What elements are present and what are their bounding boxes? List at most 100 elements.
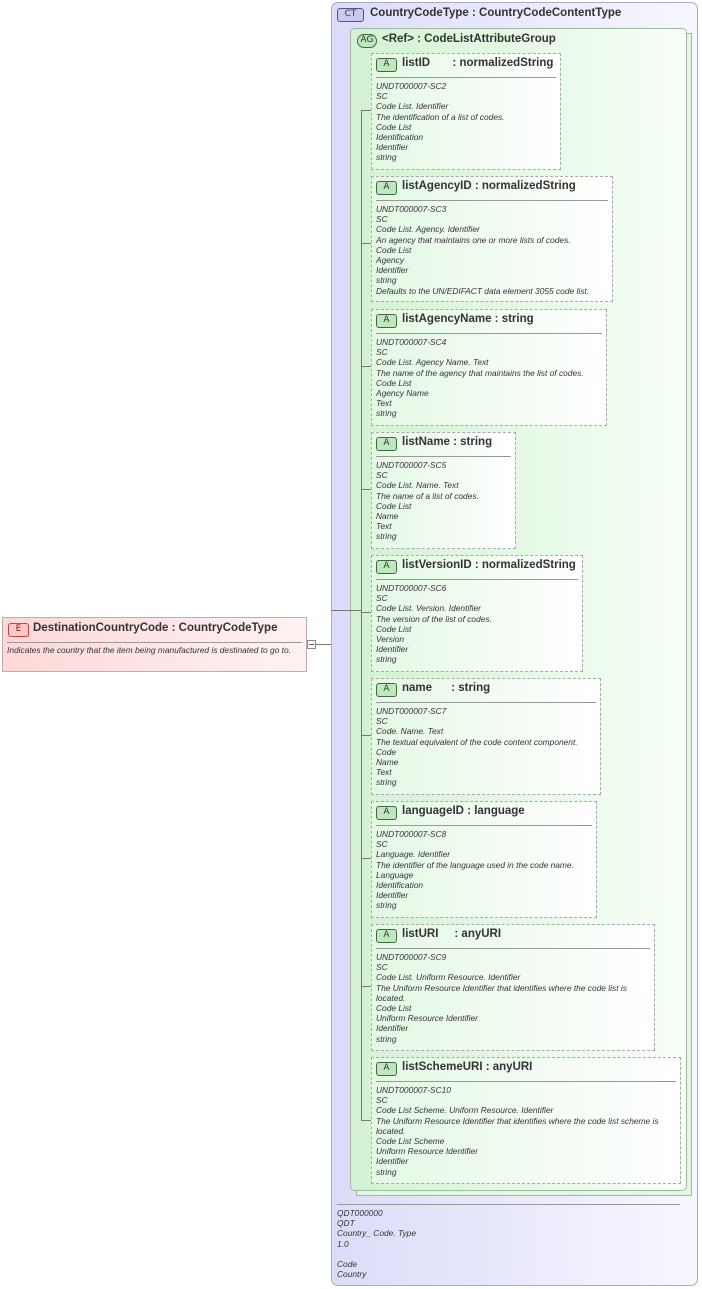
attribute-title: listVersionID : normalizedString [402,559,576,571]
attribute-badge: A [376,683,397,697]
attribute-list-version-id[interactable]: A listVersionID : normalizedString UNDT0… [371,555,583,672]
doc-line: Code List Scheme [376,1136,445,1147]
doc-line: The name of a list of codes. [376,490,479,501]
doc-line: string [376,654,397,665]
element-destination-country-code[interactable]: E DestinationCountryCode : CountryCodeTy… [2,617,307,672]
doc-line: Agency Name [376,388,429,399]
doc-line: SC [376,593,388,604]
doc-line: Identifier [376,890,409,901]
tree-branch-line [361,489,371,490]
doc-line: UNDT000007-SC7 [376,706,447,716]
tree-vertical-line [361,110,362,1121]
attribute-title: listName : string [402,436,493,448]
complex-type-documentation: QDT000000 QDT Country_ Code. Type 1.0 Co… [337,1208,416,1280]
doc-line: SC [376,839,388,850]
doc-line: The identifier of the language used in t… [376,859,574,870]
doc-line: UNDT000007-SC9 [376,952,447,962]
doc-line: Code List [376,377,412,388]
doc-line: Identifier [376,1156,409,1167]
collapse-toggle-icon[interactable] [307,640,316,649]
doc-line: The Uniform Resource Identifier that ide… [376,982,627,1003]
attribute-title: languageID : language [402,805,525,817]
doc-line: Code List [376,623,412,634]
doc-line: SC [376,1095,388,1106]
doc-line: Name [376,757,399,768]
attribute-badge: A [376,929,397,943]
attribute-badge: A [376,58,397,72]
doc-line: Code List. Agency. Identifier [376,224,480,235]
doc-line: Text [376,398,392,409]
attribute-documentation: UNDT000007-SC8 SC Language. Identifier T… [376,829,593,911]
doc-line: UNDT000007-SC3 [376,204,447,214]
doc-line: UNDT000007-SC8 [376,829,447,839]
doc-line: string [376,531,397,542]
tree-branch-line [361,1120,371,1121]
doc-line: UNDT000007-SC6 [376,583,447,593]
doc-line: Code List Scheme. Uniform Resource. Iden… [376,1105,554,1116]
tree-branch-line [361,858,371,859]
attribute-title: listAgencyID : normalizedString [402,180,576,192]
doc-line: Identifier [376,265,409,276]
doc-line: Language. Identifier [376,849,451,860]
complex-type-separator [337,1204,680,1205]
doc-line: UNDT000007-SC5 [376,460,447,470]
attribute-documentation: UNDT000007-SC3 SC Code List. Agency. Ide… [376,204,609,296]
attribute-group-badge: AG [357,34,377,48]
doc-line: Defaults to the UN/EDIFACT data element … [376,285,590,296]
doc-line: Version [376,634,405,645]
attribute-title: listID : normalizedString [402,57,554,69]
doc-line: Text [376,767,392,778]
attribute-separator [376,579,578,580]
attribute-separator [376,1081,676,1082]
doc-line: string [376,777,397,788]
doc-line: SC [376,214,388,225]
attribute-documentation: UNDT000007-SC5 SC Code List. Name. Text … [376,460,512,542]
tree-branch-line [361,243,371,244]
attribute-list-agency-name[interactable]: A listAgencyName : string UNDT000007-SC4… [371,309,607,426]
doc-line: Code List. Version. Identifier [376,603,481,614]
attribute-language-id[interactable]: A languageID : language UNDT000007-SC8 S… [371,801,597,918]
doc-line: UNDT000007-SC4 [376,337,447,347]
doc-line: SC [376,91,388,102]
doc-line: Text [376,521,392,532]
attribute-list-scheme-uri[interactable]: A listSchemeURI : anyURI UNDT000007-SC10… [371,1057,681,1184]
attribute-separator [376,948,650,949]
doc-line: SC [376,347,388,358]
attribute-title: name : string [402,682,491,694]
element-description: Indicates the country that the item bein… [7,645,291,655]
doc-line: string [376,1166,397,1177]
tree-branch-line [361,612,371,613]
doc-line: string [376,1033,397,1044]
doc-line: Uniform Resource Identifier [376,1146,478,1157]
doc-line: Agency [376,255,404,266]
attribute-badge: A [376,314,397,328]
doc-line: Identifier [376,142,409,153]
tree-branch-line [361,735,371,736]
attribute-documentation: UNDT000007-SC6 SC Code List. Version. Id… [376,583,579,665]
attribute-separator [376,77,556,78]
doc-line: The identification of a list of codes. [376,111,505,122]
attribute-list-uri[interactable]: A listURI : anyURI UNDT000007-SC9 SC Cod… [371,924,655,1051]
complex-type-badge: CT [337,8,364,22]
doc-line: SC [376,470,388,481]
doc-line: UNDT000007-SC2 [376,81,447,91]
doc-line: Code List [376,500,412,511]
doc-line: The name of the agency that maintains th… [376,367,584,378]
doc-line: Code [376,746,397,757]
attribute-documentation: UNDT000007-SC2 SC Code List. Identifier … [376,81,557,163]
tree-branch-line [361,366,371,367]
attribute-badge: A [376,1062,397,1076]
doc-line: Code List [376,244,412,255]
doc-line: string [376,408,397,419]
complex-type-title: CountryCodeType : CountryCodeContentType [370,7,622,19]
tree-branch-line [331,610,361,611]
attribute-list-name[interactable]: A listName : string UNDT000007-SC5 SC Co… [371,432,516,549]
attribute-title: listAgencyName : string [402,313,534,325]
attribute-documentation: UNDT000007-SC9 SC Code List. Uniform Res… [376,952,651,1044]
element-separator [7,642,302,643]
attribute-list-id[interactable]: A listID : normalizedString UNDT000007-S… [371,53,561,170]
attribute-documentation: UNDT000007-SC4 SC Code List. Agency Name… [376,337,603,419]
attribute-documentation: UNDT000007-SC10 SC Code List Scheme. Uni… [376,1085,677,1177]
attribute-list-agency-id[interactable]: A listAgencyID : normalizedString UNDT00… [371,176,613,302]
attribute-name[interactable]: A name : string UNDT000007-SC7 SC Code. … [371,678,601,795]
